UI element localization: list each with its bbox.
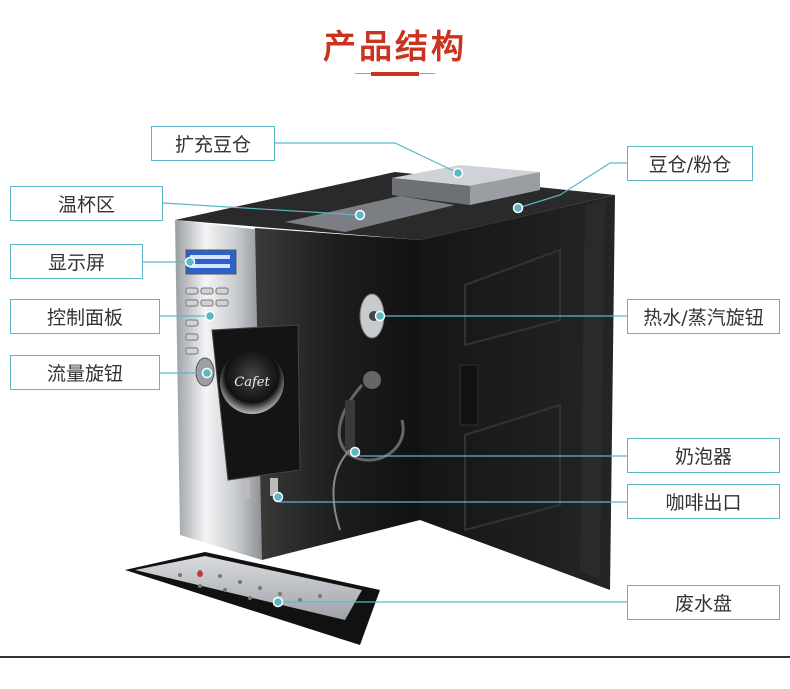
- title-accent-bar: [371, 72, 419, 76]
- brand-dial: [220, 350, 284, 414]
- page-title: 产品结构: [323, 27, 467, 66]
- cup-warmer-grill: [285, 196, 455, 232]
- label-bean-hopper-ext: 扩充豆仓: [151, 126, 275, 161]
- label-coffee-outlet: 咖啡出口: [627, 484, 780, 519]
- label-milk-frother: 奶泡器: [627, 438, 780, 473]
- label-hot-water-steam-knob: 热水/蒸汽旋钮: [627, 299, 780, 334]
- label-control-panel: 控制面板: [10, 299, 160, 334]
- label-display: 显示屏: [10, 244, 143, 279]
- brand-logo: Cafet: [234, 375, 270, 390]
- label-flow-knob: 流量旋钮: [10, 355, 160, 390]
- label-bean-powder-bin: 豆仓/粉仓: [627, 146, 753, 181]
- drip-tray: [135, 556, 362, 620]
- label-cup-warmer: 温杯区: [10, 186, 163, 221]
- label-drip-tray: 废水盘: [627, 585, 780, 620]
- bottom-divider: [0, 656, 790, 658]
- machine-side: [420, 195, 615, 590]
